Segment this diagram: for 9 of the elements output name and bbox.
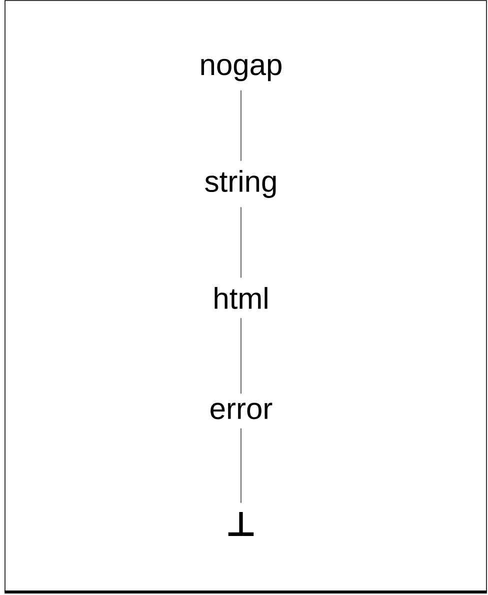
term-label: nogap	[201, 58, 282, 82]
term-label: string	[205, 170, 276, 198]
connector-line	[240, 428, 242, 504]
connector-line	[240, 206, 242, 278]
term-label: error	[210, 402, 272, 420]
connector-line	[240, 90, 242, 162]
connector-line	[240, 318, 242, 394]
term-label: ⊥	[228, 512, 254, 536]
term-label: html	[214, 287, 268, 309]
